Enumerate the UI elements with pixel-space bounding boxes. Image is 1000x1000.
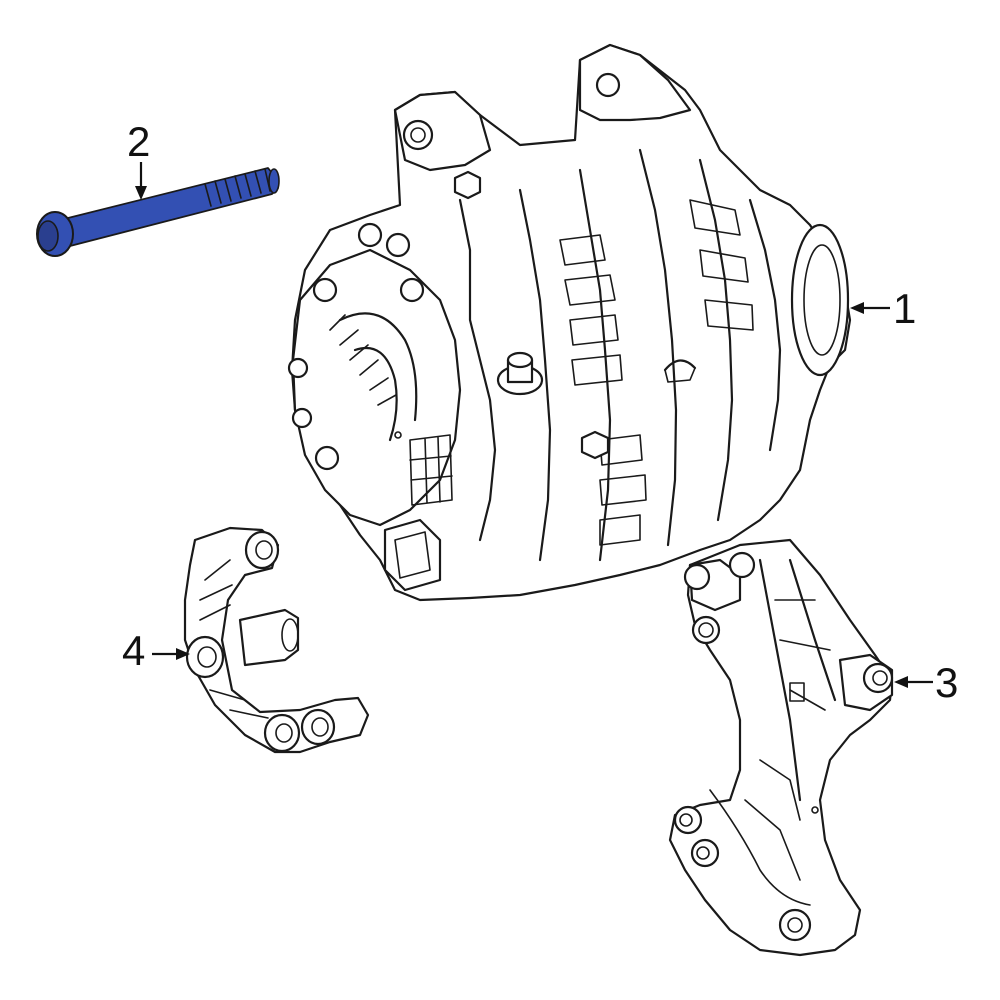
callout-2-label: 2 bbox=[127, 118, 150, 165]
support-bracket[interactable] bbox=[183, 526, 370, 754]
callout-3-label: 3 bbox=[935, 659, 958, 706]
callout-4-label: 4 bbox=[122, 627, 145, 674]
callout-1: 1 bbox=[850, 285, 916, 332]
callout-3: 3 bbox=[894, 659, 958, 706]
callout-4: 4 bbox=[122, 627, 190, 674]
mounting-bracket[interactable] bbox=[668, 538, 894, 957]
alternator[interactable] bbox=[287, 43, 852, 602]
callout-2: 2 bbox=[127, 118, 150, 200]
callout-1-label: 1 bbox=[893, 285, 916, 332]
bolt[interactable] bbox=[36, 167, 280, 257]
